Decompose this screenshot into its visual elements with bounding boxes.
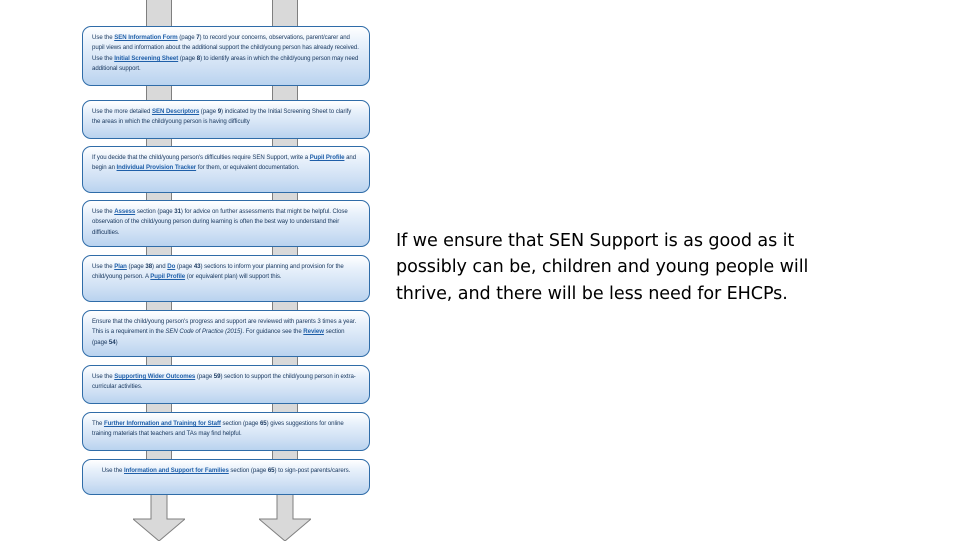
flow-step-text: Use the bbox=[92, 208, 115, 215]
flow-step-text: Use the more detailed bbox=[92, 108, 152, 115]
flow-step-text: (page bbox=[199, 108, 218, 115]
flow-step-link[interactable]: Plan bbox=[114, 263, 127, 270]
flow-step-review: Ensure that the child/young person's pro… bbox=[82, 310, 370, 357]
sen-support-flow-diagram: Use the SEN Information Form (page 7) to… bbox=[80, 0, 372, 542]
flow-connector-left bbox=[146, 84, 172, 102]
flow-connector-right bbox=[272, 191, 298, 202]
flow-step-supporting-wider-outcomes: Use the Supporting Wider Outcomes (page … bbox=[82, 365, 370, 404]
flow-connector-left bbox=[146, 402, 172, 414]
flow-step-text: The bbox=[92, 420, 104, 427]
down-arrow-left bbox=[131, 492, 187, 542]
flow-step-text: ) to record your concerns, observations,… bbox=[92, 34, 359, 62]
flow-step-link[interactable]: Initial Screening Sheet bbox=[114, 54, 179, 62]
flow-step-text: ) to identify areas in which the child/y… bbox=[92, 54, 359, 73]
flow-step-page-number: 38 bbox=[145, 263, 153, 270]
flow-step-link[interactable]: Further Information and Training for Sta… bbox=[103, 420, 221, 427]
flow-step-assess: Use the Assess section (page 31) for adv… bbox=[82, 200, 370, 247]
flow-connector-right bbox=[272, 245, 298, 257]
flow-step-link[interactable]: Do bbox=[167, 263, 176, 270]
flow-step-text: ) sections to inform your planning and p… bbox=[92, 263, 344, 281]
flow-connector-left bbox=[146, 191, 172, 202]
flow-step-text: ) gives suggestions for online training … bbox=[92, 420, 344, 438]
flow-step-text: Ensure that the child/young person's pro… bbox=[92, 318, 357, 336]
flow-step-link[interactable]: SEN Descriptors bbox=[151, 108, 200, 115]
flow-step-text: section (page bbox=[220, 420, 260, 427]
flow-step-text: Use the bbox=[101, 467, 124, 474]
flow-step-information-and-support-for-families: Use the Information and Support for Fami… bbox=[82, 459, 370, 495]
flow-step-text: (page bbox=[126, 263, 146, 270]
flow-step-text: ) to sign-post parents/carers. bbox=[274, 467, 351, 474]
flow-step-text: (page bbox=[195, 373, 214, 380]
flow-step-text: . For guidance see the bbox=[242, 328, 304, 336]
flow-step-link[interactable]: SEN Information Form bbox=[114, 34, 178, 41]
flow-step-text: (page bbox=[175, 263, 194, 270]
flow-step-text: for them, or equivalent documentation. bbox=[196, 164, 300, 172]
flow-step-page-number: 65 bbox=[267, 467, 275, 474]
flow-connector-right bbox=[272, 84, 298, 102]
flow-layer: Use the SEN Information Form (page 7) to… bbox=[80, 0, 372, 542]
flow-step-link[interactable]: Individual Provision Tracker bbox=[116, 164, 197, 172]
flow-step-pupil-profile: If you decide that the child/young perso… bbox=[82, 146, 370, 193]
flow-step-page-number: 7 bbox=[196, 34, 200, 41]
flow-step-citation: SEN Code of Practice (2015) bbox=[165, 328, 243, 336]
flow-step-text: If you decide that the child/young perso… bbox=[92, 154, 310, 161]
flow-step-text: section (page bbox=[92, 328, 345, 346]
flow-connector-left bbox=[146, 449, 172, 461]
flow-step-text: Use the bbox=[92, 34, 115, 41]
flow-step-text: ) bbox=[115, 338, 118, 346]
flow-step-page-number: 43 bbox=[193, 263, 201, 270]
flow-step-page-number: 31 bbox=[174, 208, 181, 215]
flow-connector-right bbox=[272, 355, 298, 367]
flow-step-text: ) for advice on further assessments that… bbox=[92, 208, 348, 236]
flow-connector-right bbox=[272, 137, 298, 148]
flow-step-page-number: 54 bbox=[108, 338, 116, 346]
flow-step-link[interactable]: Assess bbox=[114, 208, 136, 215]
flow-connector-right bbox=[272, 0, 298, 28]
flow-connector-left bbox=[146, 137, 172, 148]
flow-connector-left bbox=[146, 300, 172, 312]
flow-step-link[interactable]: Review bbox=[303, 328, 324, 336]
down-arrow-right bbox=[257, 492, 313, 542]
flow-connector-right bbox=[272, 449, 298, 461]
flow-step-text: ) section to support the child/young per… bbox=[92, 373, 356, 391]
flow-connector-right bbox=[272, 300, 298, 312]
flow-step-sen-information-form: Use the SEN Information Form (page 7) to… bbox=[82, 26, 370, 86]
flow-step-link[interactable]: Supporting Wider Outcomes bbox=[114, 373, 196, 380]
flow-step-text: (page bbox=[177, 34, 197, 41]
flow-step-link[interactable]: Pupil Profile bbox=[150, 273, 186, 281]
flow-step-text: ) indicated by the Initial Screening She… bbox=[92, 108, 352, 126]
flow-connector-left bbox=[146, 355, 172, 367]
flow-step-link[interactable]: Information and Support for Families bbox=[123, 467, 229, 474]
flow-step-link[interactable]: Pupil Profile bbox=[309, 154, 345, 161]
flow-connector-left bbox=[146, 0, 172, 28]
flow-step-text: section (page bbox=[228, 467, 268, 474]
flow-step-page-number: 9 bbox=[217, 108, 222, 115]
flow-step-further-information-and-training-for-staff: The Further Information and Training for… bbox=[82, 412, 370, 451]
flow-step-text: ) and bbox=[152, 263, 168, 270]
flow-step-page-number: 59 bbox=[213, 373, 221, 380]
flow-connector-left bbox=[146, 245, 172, 257]
summary-quote: If we ensure that SEN Support is as good… bbox=[396, 231, 809, 304]
flow-step-sen-descriptors: Use the more detailed SEN Descriptors (p… bbox=[82, 100, 370, 139]
flow-step-text: (page bbox=[178, 54, 197, 62]
flow-step-plan-and-do: Use the Plan (page 38) and Do (page 43) … bbox=[82, 255, 370, 302]
flow-connector-right bbox=[272, 402, 298, 414]
flow-step-page-number: 8 bbox=[196, 54, 201, 62]
flow-step-page-number: 65 bbox=[259, 420, 267, 427]
flow-step-text: Use the bbox=[92, 263, 115, 270]
flow-step-text: (or equivalent plan) will support this. bbox=[185, 273, 282, 281]
flow-step-text: Use the bbox=[92, 373, 115, 380]
flow-step-text: section (page bbox=[135, 208, 175, 215]
flow-step-text: and begin an bbox=[92, 154, 357, 172]
